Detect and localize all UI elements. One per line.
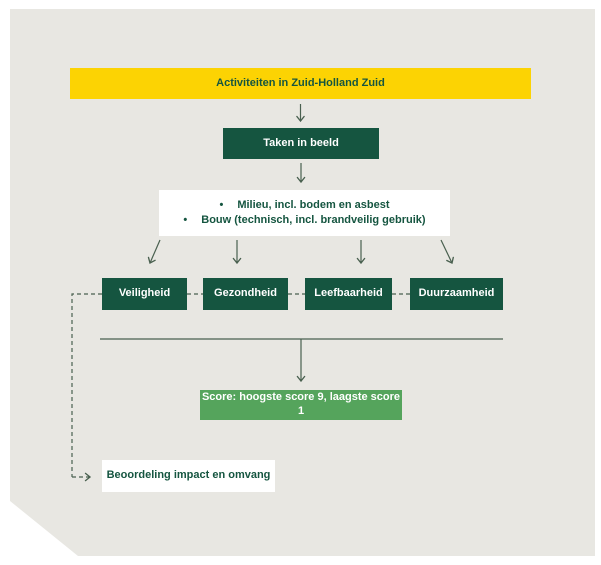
tasks-overview-label: Taken in beeld bbox=[263, 136, 339, 149]
pillar-gezondheid-box: Gezondheid bbox=[203, 278, 288, 310]
pillar-duurzaamheid-label: Duurzaamheid bbox=[418, 287, 495, 300]
activities-box: Activiteiten in Zuid-Holland Zuid bbox=[70, 68, 531, 99]
bullet-icon: • bbox=[219, 198, 224, 211]
task-list-item-label: Milieu, incl. bodem en asbest bbox=[237, 198, 390, 211]
activities-label: Activiteiten in Zuid-Holland Zuid bbox=[216, 76, 385, 89]
pillar-veiligheid-box: Veiligheid bbox=[102, 278, 187, 310]
task-list-box: • Milieu, incl. bodem en asbest • Bouw (… bbox=[159, 190, 450, 236]
task-list-item: • Bouw (technisch, incl. brandveilig geb… bbox=[183, 214, 425, 228]
task-list-item: • Milieu, incl. bodem en asbest bbox=[219, 199, 389, 213]
pillar-gezondheid-label: Gezondheid bbox=[214, 287, 277, 300]
assessment-box: Beoordeling impact en omvang bbox=[102, 460, 275, 492]
pillar-veiligheid-label: Veiligheid bbox=[118, 287, 171, 300]
pillar-duurzaamheid-box: Duurzaamheid bbox=[410, 278, 503, 310]
assessment-label: Beoordeling impact en omvang bbox=[106, 469, 271, 482]
pillar-leefbaarheid-box: Leefbaarheid bbox=[305, 278, 392, 310]
bullet-icon: • bbox=[183, 213, 188, 226]
tasks-overview-box: Taken in beeld bbox=[223, 128, 379, 159]
task-list-item-label: Bouw (technisch, incl. brandveilig gebru… bbox=[201, 213, 426, 226]
score-box: Score: hoogste score 9, laagste score 1 bbox=[200, 390, 402, 420]
score-label: Score: hoogste score 9, laagste score 1 bbox=[201, 391, 401, 417]
pillar-leefbaarheid-label: Leefbaarheid bbox=[314, 287, 383, 300]
